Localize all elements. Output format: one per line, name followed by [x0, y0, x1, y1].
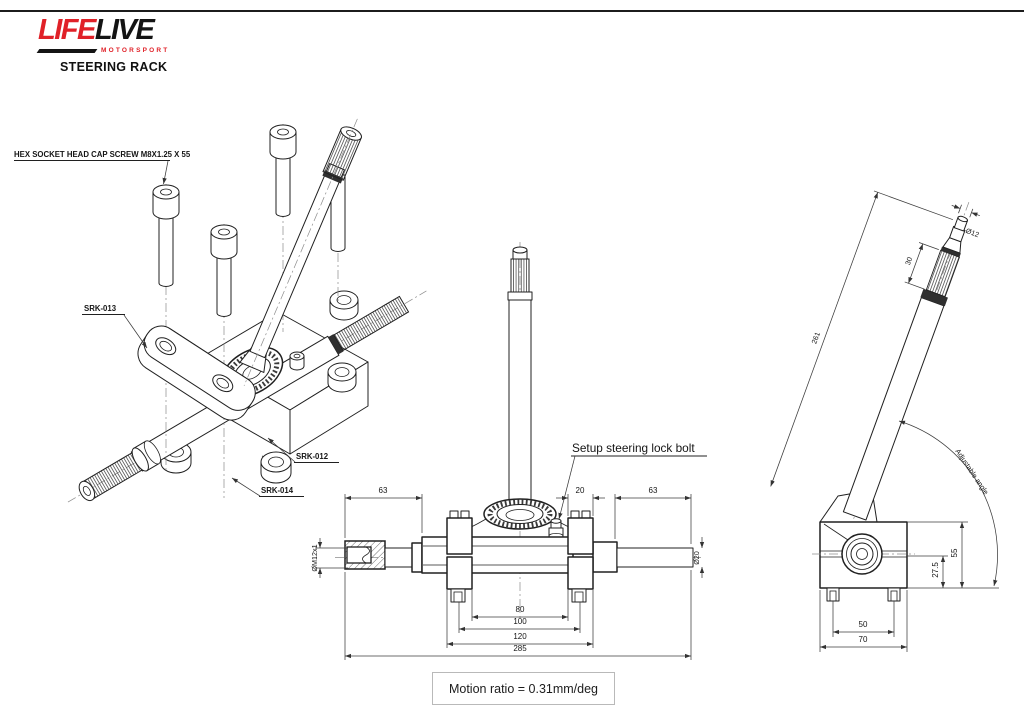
side-steering-shaft: 30 Ø12 261: [770, 190, 981, 547]
front-bearing-boss: [450, 498, 590, 537]
cap-screw: [210, 224, 238, 317]
exploded-clamp: [137, 325, 256, 421]
front-rack-assembly: [344, 510, 694, 603]
logo-life-text: LIFE: [38, 14, 96, 46]
dim-27-5: 27.5: [931, 562, 940, 578]
side-right-dims: 55 27.5: [907, 521, 999, 589]
lock-bolt-note: Setup steering lock bolt: [572, 441, 695, 455]
adjustable-angle: Adjustable angle: [898, 420, 998, 587]
side-view: 30 Ø12 261: [770, 190, 999, 652]
dim-70: 70: [859, 635, 868, 644]
housing-ear: [327, 362, 357, 393]
dim-spline-30: 30: [903, 256, 914, 267]
dim-80: 80: [516, 605, 525, 614]
dim-20: 20: [576, 486, 585, 495]
exploded-housing: [160, 290, 369, 484]
logo-motorsport-text: MOTORSPORT: [101, 47, 170, 54]
side-bottom-dims: 50 70: [819, 590, 908, 652]
dim-shaft-261: 261: [809, 331, 822, 345]
iso-lock-bolt: [289, 351, 305, 371]
srk-012-label: SRK-012: [296, 452, 329, 461]
front-view: Setup steering lock bolt 63 20 63: [310, 242, 707, 660]
cap-screw: [269, 124, 297, 217]
cap-screw: [152, 184, 180, 287]
callout-srk-012: SRK-012: [267, 437, 339, 463]
dim-rod-dia: Ø20: [692, 551, 701, 565]
logo-subline: MOTORSPORT: [36, 47, 188, 54]
srk-013-label: SRK-013: [84, 304, 117, 313]
dim-63-right: 63: [649, 486, 658, 495]
callout-srk-013: SRK-013: [82, 304, 148, 349]
page-top-border: [0, 10, 1024, 12]
angle-note: Adjustable angle: [953, 447, 990, 496]
exploded-view: HEX SOCKET HEAD CAP SCREW M8X1.25 X 55 S…: [14, 118, 427, 503]
dim-55: 55: [950, 548, 959, 557]
logo-live-text: LIVE: [94, 14, 155, 46]
front-lock-bolt: [548, 518, 564, 540]
thread-dim: ØM12x1: [310, 538, 348, 578]
page-title: STEERING RACK: [60, 60, 168, 74]
lock-bolt-annotation: Setup steering lock bolt: [558, 441, 707, 520]
dim-285: 285: [513, 644, 527, 653]
brand-logo: LIFE LIVE MOTORSPORT: [36, 16, 188, 54]
callout-screw-note: HEX SOCKET HEAD CAP SCREW M8X1.25 X 55: [14, 150, 191, 185]
dim-100: 100: [513, 617, 527, 626]
callout-srk-014: SRK-014: [231, 477, 304, 497]
rod-dia-dim: Ø20: [692, 537, 705, 578]
srk-014-label: SRK-014: [261, 486, 294, 495]
dim-tip-dia: Ø12: [965, 226, 981, 239]
motion-ratio-note: Motion ratio = 0.31mm/deg: [432, 672, 615, 705]
housing-ear: [260, 451, 292, 484]
motion-ratio-text: Motion ratio = 0.31mm/deg: [448, 681, 599, 696]
front-top-dims: 63 20 63: [344, 486, 692, 544]
dim-thread: ØM12x1: [310, 544, 319, 571]
logo-wordmark: LIFE LIVE: [38, 16, 188, 45]
side-block: [812, 521, 915, 602]
dim-63-left: 63: [379, 486, 388, 495]
screw-note-label: HEX SOCKET HEAD CAP SCREW M8X1.25 X 55: [14, 150, 191, 159]
exploded-steering-shaft: [239, 118, 362, 386]
dim-120: 120: [513, 632, 527, 641]
housing-ear: [329, 290, 359, 321]
front-bottom-dims: 80 100 120 285: [344, 570, 692, 660]
front-steering-shaft: [507, 246, 533, 513]
dim-50: 50: [859, 620, 868, 629]
